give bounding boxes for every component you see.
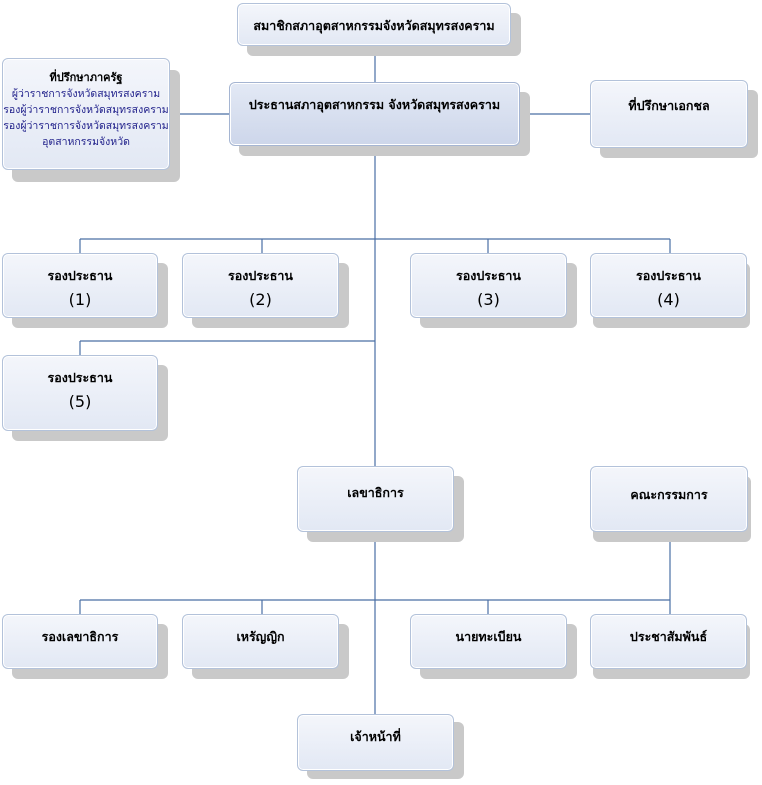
node-staff: เจ้าหน้าที่ bbox=[297, 714, 464, 779]
vp-4-title: รองประธาน bbox=[636, 268, 701, 283]
node-vp-5: รองประธาน (5) bbox=[2, 355, 168, 441]
node-public-relations: ประชาสัมพันธ์ bbox=[590, 614, 750, 679]
public-relations-title: ประชาสัมพันธ์ bbox=[629, 629, 708, 644]
node-registrar: นายทะเบียน bbox=[410, 614, 577, 679]
node-secretary: เลขาธิการ bbox=[297, 466, 464, 542]
node-private-advisor: ที่ปรึกษาเอกชล bbox=[590, 80, 758, 158]
gov-advisor-line-4: อุตสาหกรรมจังหวัด bbox=[42, 136, 130, 148]
node-deputy-secretary: รองเลขาธิการ bbox=[2, 614, 168, 679]
node-members: สมาชิกสภาอุตสาหกรรมจังหวัดสมุทรสงคราม bbox=[237, 3, 521, 56]
vp-3-number: (3) bbox=[477, 290, 500, 309]
node-president-title: ประธานสภาอุตสาหกรรม จังหวัดสมุทรสงคราม bbox=[248, 97, 501, 112]
vp-2-number: (2) bbox=[249, 290, 272, 309]
treasurer-title: เหรัญญิก bbox=[236, 629, 285, 644]
node-vp-1: รองประธาน (1) bbox=[2, 253, 168, 328]
node-vp-2: รองประธาน (2) bbox=[182, 253, 349, 328]
staff-title: เจ้าหน้าที่ bbox=[350, 729, 401, 744]
node-committee: คณะกรรมการ bbox=[590, 466, 751, 542]
deputy-secretary-title: รองเลขาธิการ bbox=[41, 629, 119, 644]
node-treasurer: เหรัญญิก bbox=[182, 614, 349, 679]
node-members-title: สมาชิกสภาอุตสาหกรรมจังหวัดสมุทรสงคราม bbox=[253, 18, 495, 33]
vp-1-number: (1) bbox=[68, 290, 92, 309]
secretary-title: เลขาธิการ bbox=[347, 485, 404, 500]
vp-2-title: รองประธาน bbox=[228, 268, 293, 283]
node-vp-3: รองประธาน (3) bbox=[410, 253, 577, 328]
vp-1-title: รองประธาน bbox=[47, 268, 113, 283]
node-president: ประธานสภาอุตสาหกรรม จังหวัดสมุทรสงคราม bbox=[229, 82, 530, 156]
gov-advisor-line-3: รองผู้ว่าราชการจังหวัดสมุทรสงคราม bbox=[3, 120, 169, 132]
vp-4-number: (4) bbox=[657, 290, 680, 309]
vp-5-title: รองประธาน bbox=[47, 370, 113, 385]
registrar-title: นายทะเบียน bbox=[455, 629, 522, 644]
node-gov-advisor: ที่ปรึกษาภาครัฐ ผู้ว่าราชการจังหวัดสมุทร… bbox=[2, 58, 180, 182]
gov-advisor-line-1: ผู้ว่าราชการจังหวัดสมุทรสงคราม bbox=[11, 88, 161, 100]
vp-3-title: รองประธาน bbox=[456, 268, 521, 283]
private-advisor-title: ที่ปรึกษาเอกชล bbox=[628, 98, 710, 113]
committee-title: คณะกรรมการ bbox=[630, 487, 708, 502]
gov-advisor-line-2: รองผู้ว่าราชการจังหวัดสมุทรสงคราม bbox=[3, 104, 169, 116]
gov-advisor-title: ที่ปรึกษาภาครัฐ bbox=[49, 71, 123, 84]
node-vp-4: รองประธาน (4) bbox=[590, 253, 750, 328]
vp-5-number: (5) bbox=[68, 392, 92, 411]
